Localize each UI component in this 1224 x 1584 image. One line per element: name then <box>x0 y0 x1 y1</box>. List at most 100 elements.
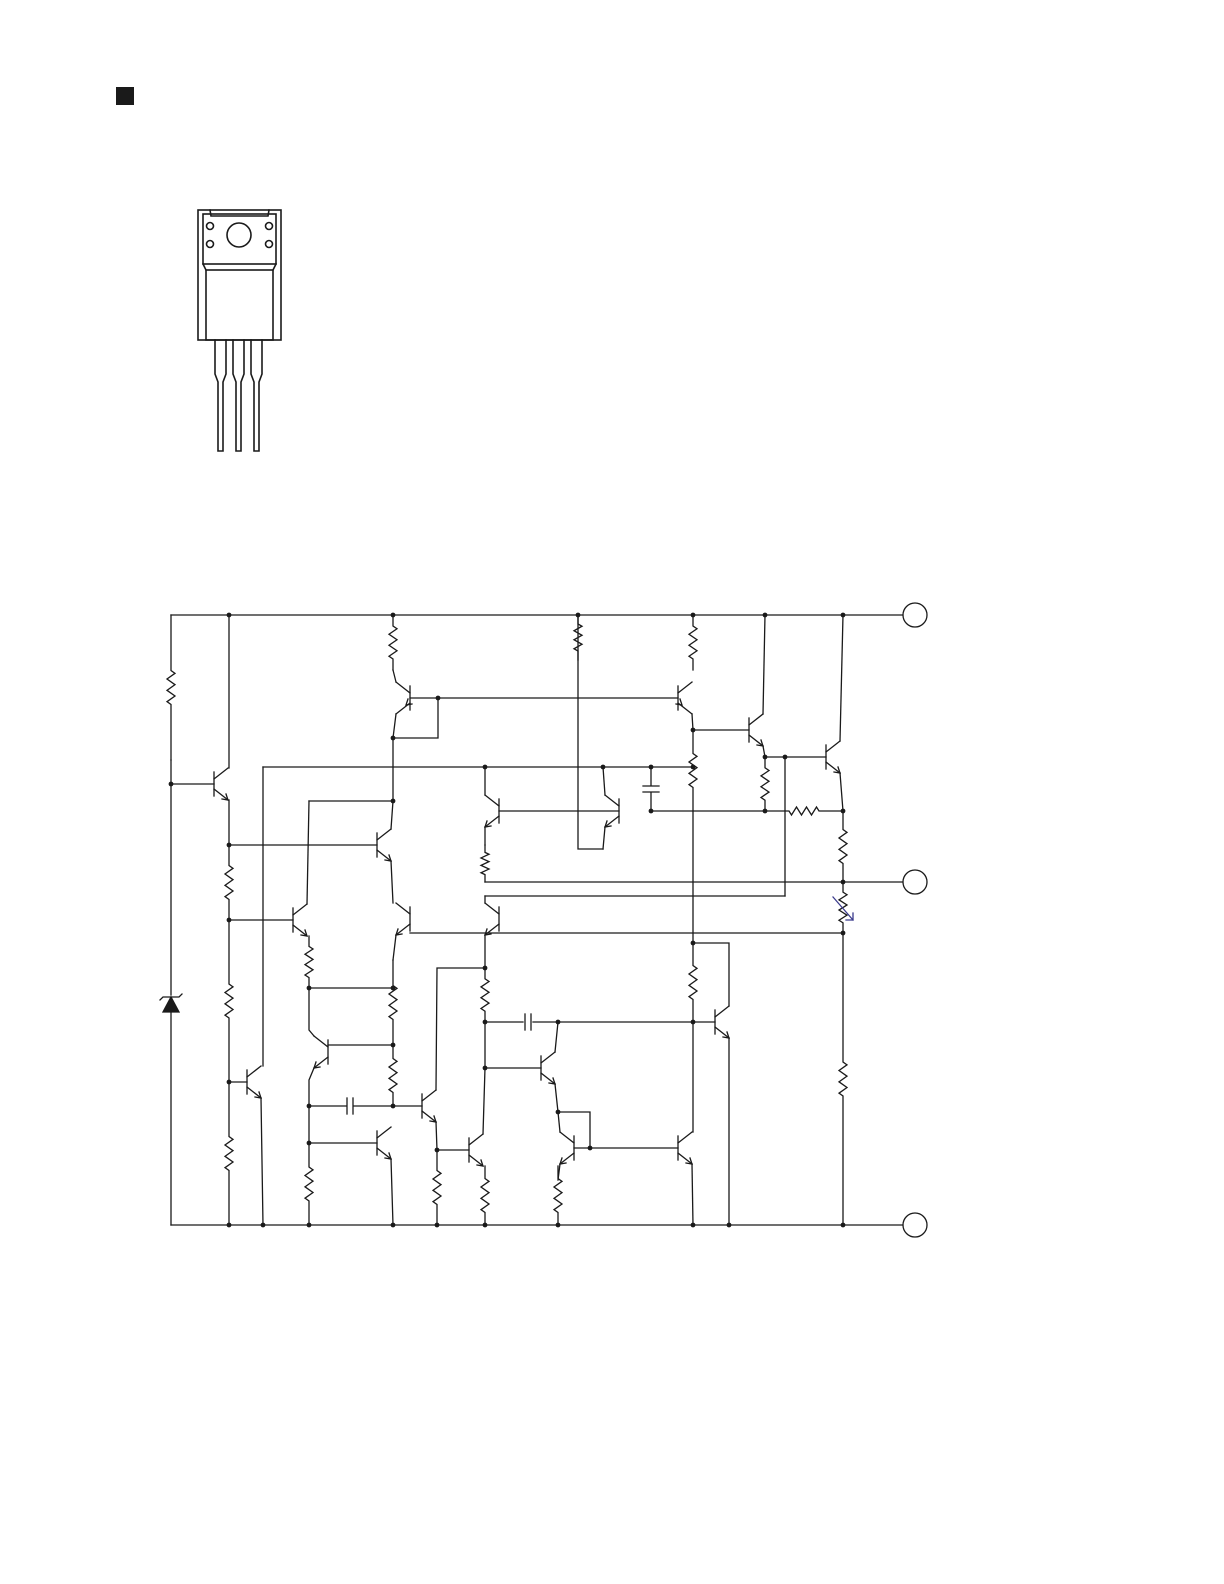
wire <box>840 615 843 741</box>
npn-transistor-icon <box>422 1090 436 1122</box>
resistor-icon <box>225 1082 233 1225</box>
resistor-icon <box>389 1045 397 1106</box>
junction-dot <box>841 931 846 936</box>
junction-dot <box>227 843 232 848</box>
junction-dot <box>483 1223 488 1228</box>
capacitor-icon <box>347 1098 353 1114</box>
resistor-icon <box>765 807 843 815</box>
junction-dot <box>483 1020 488 1025</box>
junction-dot <box>841 613 846 618</box>
junction-dot <box>783 755 788 760</box>
resistor-icon <box>839 811 847 882</box>
wire <box>393 714 396 738</box>
resistor-icon <box>839 882 847 933</box>
npn-transistor-icon <box>826 741 840 773</box>
wire <box>393 698 438 738</box>
npn-transistor-icon <box>314 1036 328 1068</box>
junction-dot <box>307 1141 312 1146</box>
junction-dot <box>763 755 768 760</box>
junction-dot <box>727 1223 732 1228</box>
package-outline-icon <box>198 210 281 451</box>
junction-dot <box>391 1104 396 1109</box>
npn-transistor-icon <box>247 1066 261 1098</box>
junction-dot <box>391 736 396 741</box>
wire <box>391 861 393 903</box>
junction-dot <box>841 880 846 885</box>
junction-dot <box>649 809 654 814</box>
junction-dot <box>391 613 396 618</box>
capacitor-icon <box>643 786 659 792</box>
resistor-icon <box>167 615 175 760</box>
junction-dot <box>227 918 232 923</box>
terminal-output-icon <box>903 870 927 894</box>
junction-dot <box>391 799 396 804</box>
wire <box>763 615 765 714</box>
npn-transistor-icon <box>715 1006 729 1038</box>
junction-dot <box>169 782 174 787</box>
resistor-icon <box>839 933 847 1225</box>
wire <box>578 615 603 849</box>
wire <box>307 801 309 904</box>
wire <box>555 1022 558 1052</box>
junction-dot <box>261 1223 266 1228</box>
npn-transistor-icon <box>485 795 499 827</box>
npn-transistor-icon <box>541 1052 555 1084</box>
npn-transistor-icon <box>749 714 763 746</box>
resistor-icon <box>389 615 397 670</box>
junction-dot <box>227 1223 232 1228</box>
terminal-ground-icon <box>903 1213 927 1237</box>
resistor-icon <box>305 936 313 988</box>
resistor-icon <box>481 1166 489 1225</box>
wire <box>693 943 729 1006</box>
junction-dot <box>435 1223 440 1228</box>
wire <box>309 1068 314 1106</box>
resistor-icon <box>554 1166 562 1225</box>
junction-dot <box>841 1223 846 1228</box>
wire <box>603 767 605 795</box>
resistor-icon <box>433 1150 441 1225</box>
npn-transistor-icon <box>678 1132 692 1164</box>
npn-transistor-icon <box>377 1127 391 1159</box>
junction-dot <box>556 1020 561 1025</box>
junction-dot <box>763 613 768 618</box>
resistor-icon <box>574 615 582 660</box>
resistor-icon <box>389 960 397 1045</box>
resistor-icon <box>305 1143 313 1225</box>
wire <box>555 1084 558 1112</box>
terminal-input-icon <box>903 603 927 627</box>
thermistor-arrow-icon <box>833 897 853 920</box>
resistor-icon <box>481 968 489 1022</box>
wire <box>393 935 396 960</box>
pnp-transistor-icon <box>676 682 692 714</box>
junction-dot <box>391 1223 396 1228</box>
junction-dot <box>588 1146 593 1151</box>
npn-transistor-icon <box>396 903 410 935</box>
junction-dot <box>576 613 581 618</box>
wire <box>558 1112 560 1132</box>
junction-dot <box>691 728 696 733</box>
npn-transistor-icon <box>293 904 307 936</box>
junction-dot <box>307 1223 312 1228</box>
schematic-wires <box>171 615 903 1225</box>
junction-dot <box>227 1080 232 1085</box>
junction-dot <box>691 1020 696 1025</box>
resistor-icon <box>689 730 697 811</box>
section-bullet-icon <box>116 87 134 105</box>
junction-dot <box>483 1066 488 1071</box>
wire <box>436 968 485 1090</box>
npn-transistor-icon <box>214 768 228 800</box>
junction-dot <box>436 696 441 701</box>
junction-dot <box>841 809 846 814</box>
capacitor-icon <box>525 1014 531 1030</box>
junction-dot <box>556 1223 561 1228</box>
junction-dot <box>691 613 696 618</box>
resistor-icon <box>225 920 233 1082</box>
wire <box>603 827 605 849</box>
junction-dot <box>649 765 654 770</box>
zener-diode-icon <box>160 994 182 1012</box>
wire <box>391 801 393 829</box>
junction-dot <box>691 941 696 946</box>
wire <box>692 1164 693 1225</box>
